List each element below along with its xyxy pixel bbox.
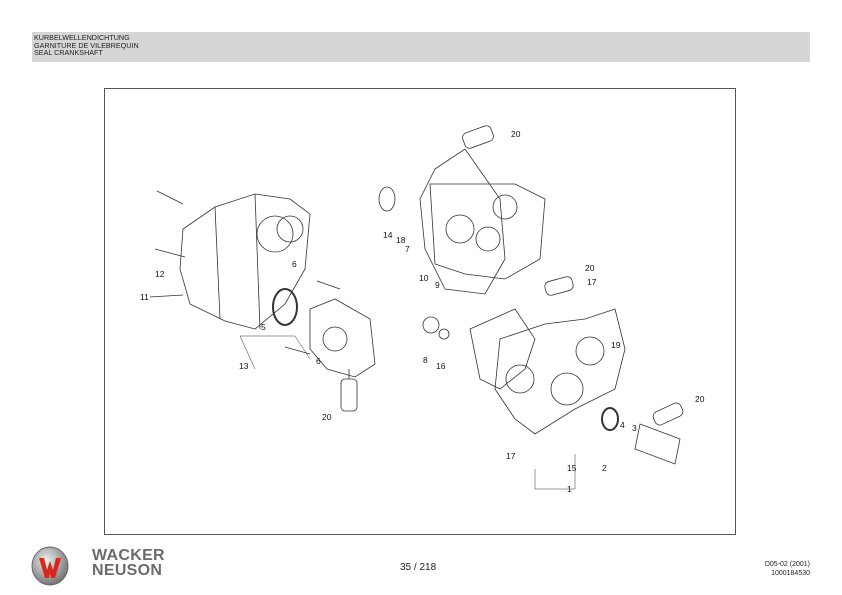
callout-label: 20 bbox=[695, 394, 705, 404]
timing-cover bbox=[494, 308, 626, 435]
parts-drawing bbox=[149, 125, 684, 490]
document-reference: D05-02 (2001) 1000184530 bbox=[765, 560, 810, 578]
page-number: 35 / 218 bbox=[400, 562, 437, 573]
brand-line-1: WACKER bbox=[92, 547, 165, 564]
callout-label: 15 bbox=[567, 463, 577, 473]
flywheel-housing bbox=[179, 193, 311, 330]
callout-label: 3 bbox=[632, 423, 637, 433]
callout-label: 17 bbox=[506, 451, 516, 461]
callout-label: 20 bbox=[585, 263, 595, 273]
callout-label: 10 bbox=[419, 273, 429, 283]
callout-label: 20 bbox=[322, 412, 332, 422]
callout-label: 20 bbox=[511, 129, 521, 139]
title-english: SEAL CRANKSHAFT bbox=[34, 48, 103, 58]
brand-name: WACKER NEUSON bbox=[92, 547, 165, 579]
sealant-tube bbox=[340, 378, 358, 412]
wacker-neuson-logo bbox=[30, 546, 70, 591]
callout-label: 8 bbox=[423, 355, 428, 365]
callout-label: 2 bbox=[602, 463, 607, 473]
callout-label: 14 bbox=[383, 230, 393, 240]
callout-label: 13 bbox=[239, 361, 249, 371]
callout-label: 19 bbox=[611, 340, 621, 350]
callout-label: 7 bbox=[405, 244, 410, 254]
gasket bbox=[419, 148, 506, 295]
title-german: KURBELWELLENDICHTUNG bbox=[34, 33, 130, 42]
callout-label: 1 bbox=[567, 484, 572, 494]
callout-label: 6 bbox=[316, 356, 321, 366]
doc-number: 1000184530 bbox=[771, 570, 810, 577]
title-french: GARNITURE DE VILEBREQUIN bbox=[34, 40, 139, 50]
callout-label: 12 bbox=[155, 269, 165, 279]
page-header: KURBELWELLENDICHTUNG GARNITURE DE VILEBR… bbox=[32, 32, 810, 62]
callout-label: 5 bbox=[261, 322, 266, 332]
callout-label: 9 bbox=[435, 280, 440, 290]
doc-code: D05-02 (2001) bbox=[764, 561, 810, 568]
brand-line-2: NEUSON bbox=[92, 562, 163, 579]
callout-label: 16 bbox=[436, 361, 446, 371]
callout-label: 18 bbox=[396, 235, 406, 245]
callout-label: 4 bbox=[620, 420, 625, 430]
cover-plate bbox=[309, 298, 376, 378]
callout-label: 11 bbox=[140, 292, 149, 302]
front-plate bbox=[429, 183, 546, 280]
seal-ring bbox=[272, 288, 298, 326]
callout-label: 17 bbox=[587, 277, 597, 287]
exploded-parts-diagram: 20 14 18 7 10 9 6 12 11 5 13 6 20 20 17 … bbox=[104, 88, 736, 535]
callout-label: 6 bbox=[292, 259, 297, 269]
